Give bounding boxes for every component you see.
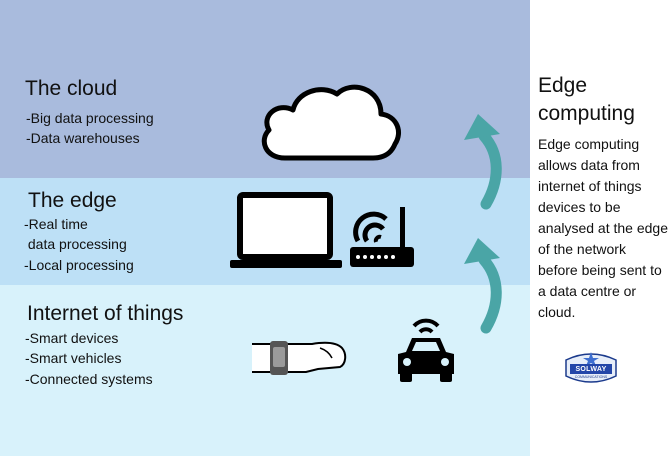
edge-item-3: -Local processing <box>24 257 134 273</box>
cloud-item-2: -Data warehouses <box>26 130 140 146</box>
logo-badge-icon <box>565 352 617 383</box>
iot-item-2: -Smart vehicles <box>25 350 122 366</box>
edge-item-1: -Real time <box>24 216 88 232</box>
iot-layer-title: Internet of things <box>27 302 184 325</box>
iot-item-1: -Smart devices <box>25 330 119 346</box>
side-title-line-1: Edge <box>538 74 588 97</box>
side-title: Edge computing <box>538 72 666 128</box>
side-title-line-2: computing <box>538 102 635 125</box>
smartwatch-icon <box>252 341 347 375</box>
iot-layer-band-bottom <box>0 393 530 456</box>
arrow-up-icon <box>464 114 502 210</box>
edge-item-2: data processing <box>24 236 127 252</box>
arrow-up-icon <box>464 238 502 334</box>
car-icon <box>398 318 454 382</box>
cloud-item-1: -Big data processing <box>26 110 154 126</box>
router-icon <box>350 207 414 267</box>
solway-logo: SOLWAY COMMUNICATIONS <box>562 350 620 386</box>
cloud-layer-title: The cloud <box>25 77 118 100</box>
side-description: Edge computing allows data from internet… <box>538 136 668 320</box>
logo-subtitle: COMMUNICATIONS <box>574 375 608 379</box>
logo-name: SOLWAY <box>575 366 607 373</box>
edge-layer-title: The edge <box>28 189 117 212</box>
laptop-icon <box>230 192 342 268</box>
cloud-icon <box>261 84 401 161</box>
iot-item-3: -Connected systems <box>25 371 153 387</box>
